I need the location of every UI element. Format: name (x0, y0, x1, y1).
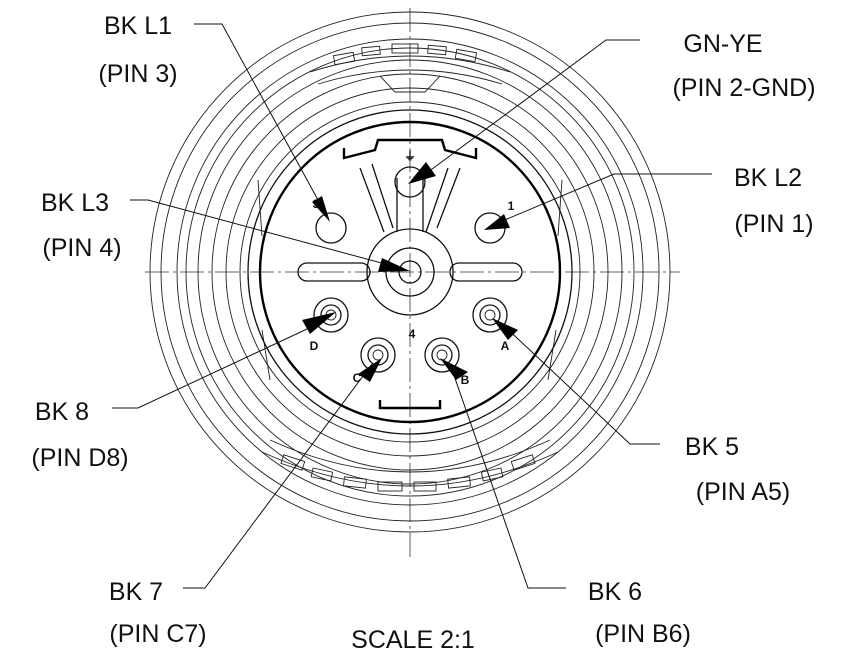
contact-pin-c (360, 337, 396, 373)
arrowhead-pin-3 (312, 196, 330, 222)
callout-bk-8-line1: BK 8 (35, 398, 89, 426)
contact-pin-d (313, 297, 349, 333)
callout-bk-5-line2: (PIN A5) (696, 478, 790, 506)
callout-bk-l3: BK L3 (PIN 4) (41, 189, 122, 262)
callout-gn-ye-line2: (PIN 2-GND) (672, 74, 815, 102)
callout-bk-l2-line1: BK L2 (734, 164, 802, 192)
contact-pin-ground (394, 166, 426, 198)
callout-bk-7-line2: (PIN C7) (109, 620, 206, 648)
callout-bk-8-line2: (PIN D8) (31, 444, 128, 472)
callout-bk-6: BK 6 (PIN B6) (588, 578, 691, 648)
callout-bk-l3-line2: (PIN 4) (42, 234, 121, 262)
arrowhead-pin-1 (484, 214, 510, 230)
scale-label: SCALE 2:1 (351, 626, 475, 652)
callout-bk-l2-line2: (PIN 1) (734, 210, 813, 238)
callout-bk-l1-line2: (PIN 3) (98, 60, 177, 88)
insert-face (247, 109, 573, 435)
callout-bk-6-line1: BK 6 (588, 578, 642, 606)
callout-bk-7-line1: BK 7 (109, 578, 163, 606)
pin-mark-c: C (353, 371, 362, 385)
contact-pin-a (472, 297, 508, 333)
arrowheads (302, 162, 518, 382)
callout-bk-5: BK 5 (PIN A5) (685, 433, 790, 506)
callout-bk-6-line2: (PIN B6) (595, 620, 691, 648)
center-lines (145, 8, 680, 560)
pin-mark-b: B (461, 373, 470, 387)
ground-symbol: ⏚ (404, 149, 416, 163)
grip-band-bottom (261, 439, 559, 492)
callout-bk-7: BK 7 (PIN C7) (109, 578, 207, 648)
callout-bk-l2: BK L2 (PIN 1) (734, 164, 814, 238)
arrowhead-pin-4 (378, 258, 410, 272)
arrowhead-pin-a (492, 318, 518, 340)
contact-pin-3 (315, 212, 347, 244)
side-notches (257, 179, 563, 381)
arrowhead-pin-d (302, 312, 336, 334)
arrowhead-pin-c (358, 358, 382, 382)
callout-bk-5-line1: BK 5 (685, 433, 739, 461)
pin-mark-1: 1 (508, 199, 515, 213)
arrowhead-pin-ground (408, 162, 436, 184)
grip-band-top (309, 43, 511, 93)
pin-mark-4: 4 (409, 327, 416, 341)
arrowhead-pin-b (440, 358, 468, 380)
callout-bk-l1-line1: BK L1 (104, 12, 172, 40)
callout-gn-ye: GN-YE (PIN 2-GND) (672, 30, 815, 102)
callout-bk-l3-line1: BK L3 (41, 189, 109, 217)
outer-housing-rings (149, 11, 671, 533)
pin-mark-d: D (310, 339, 319, 353)
pin-mark-a: A (501, 339, 510, 353)
callout-bk-l1: BK L1 (PIN 3) (98, 12, 177, 88)
callout-gn-ye-line1: GN-YE (683, 30, 762, 58)
callout-bk-8: BK 8 (PIN D8) (31, 398, 128, 472)
leader-lines (112, 23, 712, 589)
